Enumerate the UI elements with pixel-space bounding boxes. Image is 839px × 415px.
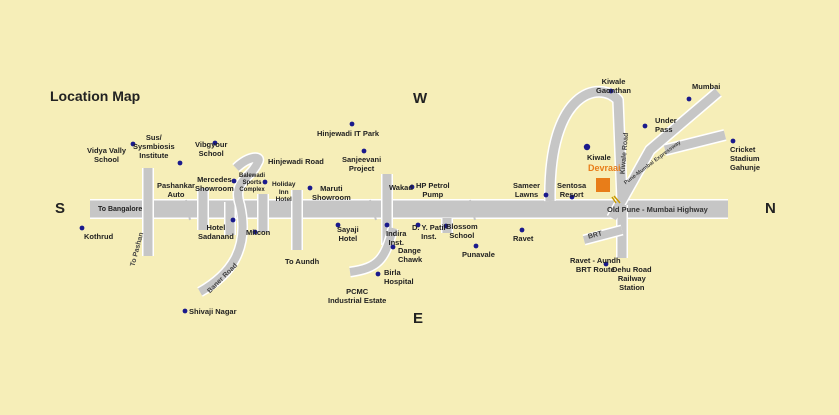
label-mitcon: Mitcon	[246, 228, 271, 237]
label-dy-patil: D. Y. Patil Inst.	[412, 223, 446, 241]
label-symbiosis: Sus/ Sysmbiosis Institute	[133, 133, 175, 160]
label-pcmc: PCMC Industrial Estate	[328, 287, 387, 305]
label-to-aundh: To Aundh	[285, 257, 320, 266]
label-sayaji-hotel: Sayaji Hotel	[337, 225, 359, 243]
compass-east: E	[413, 310, 424, 327]
devraai-brand: Devraai	[588, 163, 621, 173]
label-old-pune-mumbai-highway: Old Pune - Mumbai Highway	[607, 205, 708, 214]
label-kiwale: Kiwale	[587, 153, 611, 162]
label-sameer-lawns: Sameer Lawns	[513, 181, 541, 199]
label-punavale: Punavale	[462, 250, 495, 259]
kiwale-loop-road	[545, 87, 627, 202]
label-dange-chawk: Dange Chawk	[398, 246, 423, 264]
label-vibgyour: Vibgyour School	[195, 140, 228, 158]
birla-road	[349, 227, 397, 276]
compass-west: W	[413, 90, 428, 107]
label-dehu-road-station: Dehu Road Railway Station	[612, 265, 652, 292]
label-sanjeevani: Sanjeevani Project	[342, 155, 382, 173]
label-vidya-vally-school: Vidya Vally School	[87, 146, 127, 164]
expressway	[608, 88, 721, 221]
label-wakad: Wakad	[389, 183, 413, 192]
label-holiday-inn: Holiday Inn Hotel	[272, 181, 296, 203]
compass-north: N	[765, 200, 776, 217]
brt-road	[582, 226, 624, 244]
label-maruti: Maruti Showroom	[312, 184, 351, 202]
map-title: Location Map	[50, 88, 141, 104]
label-mercedes: Mercedes Showroom	[195, 175, 234, 193]
roads	[90, 85, 728, 297]
label-birla-hospital: Birla Hospital	[384, 268, 414, 286]
label-indira-inst: Indira Inst.	[386, 229, 407, 247]
label-shivaji-nagar: Shivaji Nagar	[189, 307, 237, 316]
location-dots	[79, 88, 736, 314]
label-ravet-aundh-brt: Ravet - Aundh BRT Route	[570, 256, 621, 274]
label-to-bangalore: To Bangalore	[98, 206, 143, 213]
compass-south: S	[55, 200, 66, 217]
site-pointer-arrow	[611, 195, 621, 204]
label-kiwale-gaonthan: Kiwale Gaonthan	[596, 77, 631, 95]
label-under-pass: Under Pass	[655, 116, 677, 134]
label-hinjewadi-it-park: Hinjewadi IT Park	[317, 129, 380, 138]
site-marker	[596, 178, 610, 192]
label-sentosa-resort: Sentosa Resort	[557, 181, 587, 199]
label-pashankar: Pashankar Auto	[157, 181, 195, 199]
label-balewadi: Balewadi Sports Complex	[239, 173, 266, 193]
label-blossom-school: Blossom School	[446, 222, 478, 240]
label-kothrud: Kothrud	[84, 232, 114, 241]
baner-road	[198, 153, 263, 296]
label-mumbai: Mumbai	[692, 82, 721, 91]
label-cricket-stadium: Cricket Stadium Gahunje	[730, 145, 761, 172]
label-hp-petrol-pump: HP Petrol Pump	[416, 181, 450, 199]
label-ravet: Ravet	[513, 234, 534, 243]
label-hinjewadi-road: Hinjewadi Road	[268, 157, 324, 166]
label-hotel-sadanand: Hotel Sadanand	[198, 223, 234, 241]
